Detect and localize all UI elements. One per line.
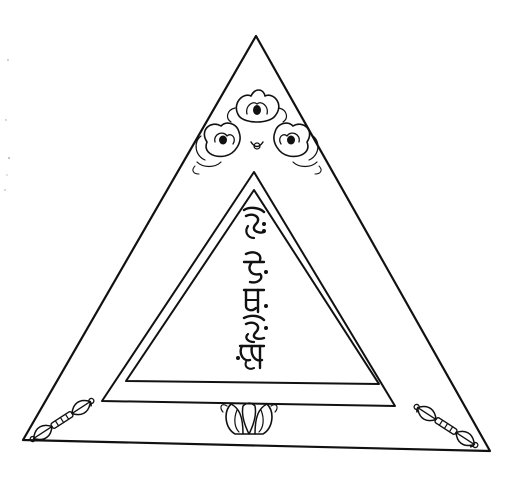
vajra-icon-left xyxy=(29,397,95,443)
inscription-syllable-3 xyxy=(242,288,268,314)
inscription-syllable-4 xyxy=(242,314,268,344)
outer-triangle xyxy=(21,34,492,453)
scan-specks xyxy=(4,59,10,191)
inscription-syllable-1 xyxy=(242,206,266,240)
inscription-syllable-2 xyxy=(242,251,268,284)
inscription-syllable-5 xyxy=(236,344,266,370)
vajra-icon-right xyxy=(413,403,479,449)
triple-jewel-flame-icon xyxy=(192,89,322,175)
inner-triangle xyxy=(125,189,380,385)
lotus-bud-icon xyxy=(220,402,278,435)
inscription-column xyxy=(236,206,268,370)
